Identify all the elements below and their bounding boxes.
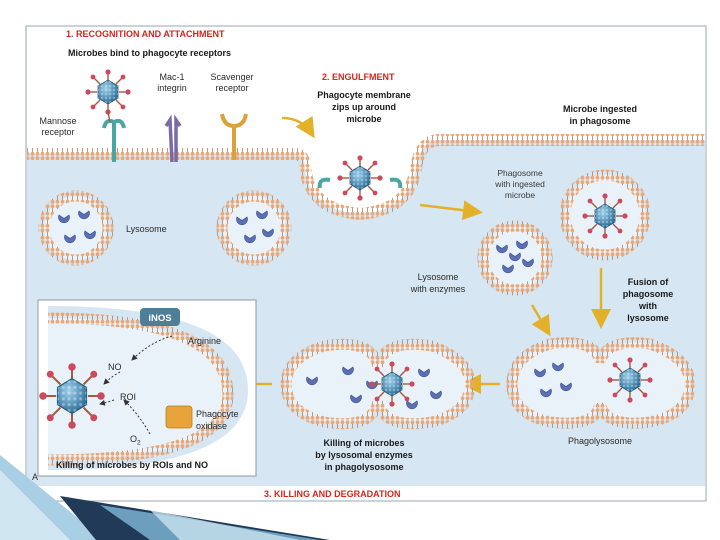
mac1-label-2: integrin (157, 83, 187, 93)
scavenger-label-1: Scavenger (210, 72, 253, 82)
zip-label-1: Phagocyte membrane (317, 90, 411, 100)
zip-label-2: zips up around (332, 102, 396, 112)
phagosome-label-3: microbe (505, 190, 536, 200)
fusion-label-1: Fusion of (628, 277, 669, 287)
mannose-label-2: receptor (41, 127, 74, 137)
roi-label: ROI (120, 392, 136, 402)
phagosome (559, 169, 651, 261)
phagosome-label-1: Phagosome (497, 168, 543, 178)
arrow-lysosome-down (530, 304, 551, 337)
ingested-label-2: in phagosome (569, 116, 630, 126)
scavenger-receptor-icon (220, 113, 248, 160)
killing-label-2: by lysosomal enzymes (315, 450, 413, 460)
phagocyte-oxidase-box (165, 405, 193, 429)
engulfing-microbe (317, 154, 403, 202)
phagolysosome-label: Phagolysosome (568, 436, 632, 446)
fusion-label-2: phagosome (623, 289, 674, 299)
free-microbe (84, 68, 132, 123)
plasma-membrane (27, 134, 705, 221)
lysosome-with-enzymes (477, 220, 553, 296)
arginine-label: Arginine (188, 336, 221, 346)
oxidase-label-1: Phagocyte (196, 409, 239, 419)
mannose-label-1: Mannose (39, 116, 76, 126)
step1-title: 1. RECOGNITION AND ATTACHMENT (66, 29, 225, 39)
inos-label: iNOS (148, 313, 171, 324)
o2-label: O2 (130, 434, 141, 447)
oxidase-label-2: oxidase (196, 421, 227, 431)
mac1-label-1: Mac-1 (159, 72, 184, 82)
fusion-label-3: with (638, 301, 657, 311)
lysosome-1 (38, 190, 114, 266)
mac1-integrin-icon (164, 114, 182, 163)
ingested-label-1: Microbe ingested (563, 104, 637, 114)
step1-subtitle: Microbes bind to phagocyte receptors (68, 48, 231, 58)
killing-label-1: Killing of microbes (323, 438, 404, 448)
arrow-to-engulfment (281, 115, 315, 139)
phagosome-label-2: with ingested (494, 179, 545, 189)
killing-label-3: in phagolysosome (324, 462, 403, 472)
panel-letter: A (32, 472, 38, 482)
fusion-label-4: lysosome (627, 313, 669, 323)
phagolysosome (506, 337, 696, 429)
lysosome-enzymes-label-2: with enzymes (410, 284, 466, 294)
inos-box (140, 308, 180, 326)
lysosome-2 (216, 190, 292, 266)
killing-phagolysosome (280, 338, 476, 430)
corner-decoration (0, 455, 330, 540)
lysosome-enzymes-label-1: Lysosome (418, 272, 459, 282)
step2-title: 2. ENGULFMENT (322, 72, 395, 82)
no-label: NO (108, 362, 122, 372)
scavenger-label-2: receptor (215, 83, 248, 93)
zip-label-3: microbe (346, 114, 381, 124)
ros-no-inset (37, 299, 257, 477)
step3-title: 3. KILLING AND DEGRADATION (264, 489, 401, 499)
arrow-to-phagosome (419, 200, 483, 221)
mannose-receptor-icon (102, 118, 126, 162)
lysosome-label: Lysosome (126, 224, 167, 234)
inset-caption: Killing of microbes by ROIs and NO (56, 460, 208, 470)
